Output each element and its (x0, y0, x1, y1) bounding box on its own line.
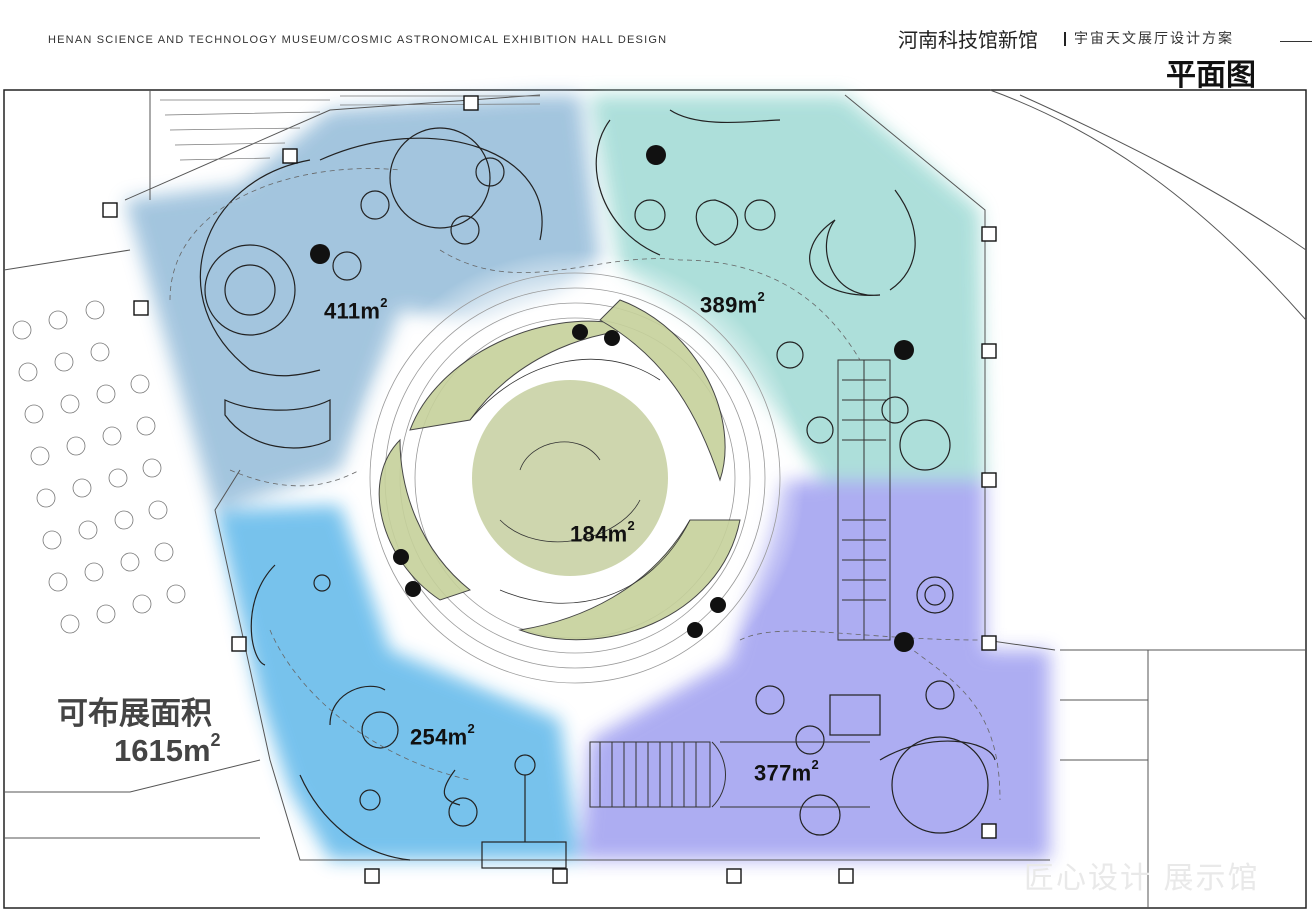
summary-area: 1615m2 (114, 729, 221, 768)
circulation-paths (169, 168, 1001, 801)
spiral-lines (469, 358, 691, 604)
pillars (310, 145, 914, 652)
plan-label: 平面图 (1166, 58, 1256, 93)
dining-tables (12, 300, 186, 634)
header-subtitle: HENAN SCIENCE AND TECHNOLOGY MUSEUM/COSM… (48, 34, 668, 46)
zone-area-bottom-right: 377m2 (754, 757, 819, 786)
zone-center-disc (472, 380, 668, 576)
zone-area-top-right: 389m2 (700, 289, 765, 318)
watermark: 匠心设计 展示馆 (1024, 861, 1260, 896)
structural-columns (102, 95, 997, 884)
theater-seating (160, 95, 541, 161)
header-title: 河南科技馆新馆 (898, 28, 1038, 52)
zone-area-top-left: 411m2 (324, 295, 388, 324)
header-rule (1280, 41, 1312, 42)
zone-bottom-left (215, 505, 580, 860)
zone-area-bottom-left: 254m2 (410, 721, 475, 750)
exhibit-fixtures (199, 109, 996, 861)
building-walls (3, 89, 1307, 908)
stairs (589, 359, 891, 808)
stage (481, 754, 567, 869)
zone-top-right (590, 95, 985, 490)
zone-area-center: 184m2 (570, 518, 635, 547)
plan-frame (3, 89, 1307, 909)
zone-bottom-right (580, 480, 1050, 860)
header-separator (1064, 32, 1066, 46)
header-title-secondary: 宇宙天文展厅设计方案 (1074, 31, 1234, 47)
summary-title: 可布展面积 (57, 696, 212, 732)
